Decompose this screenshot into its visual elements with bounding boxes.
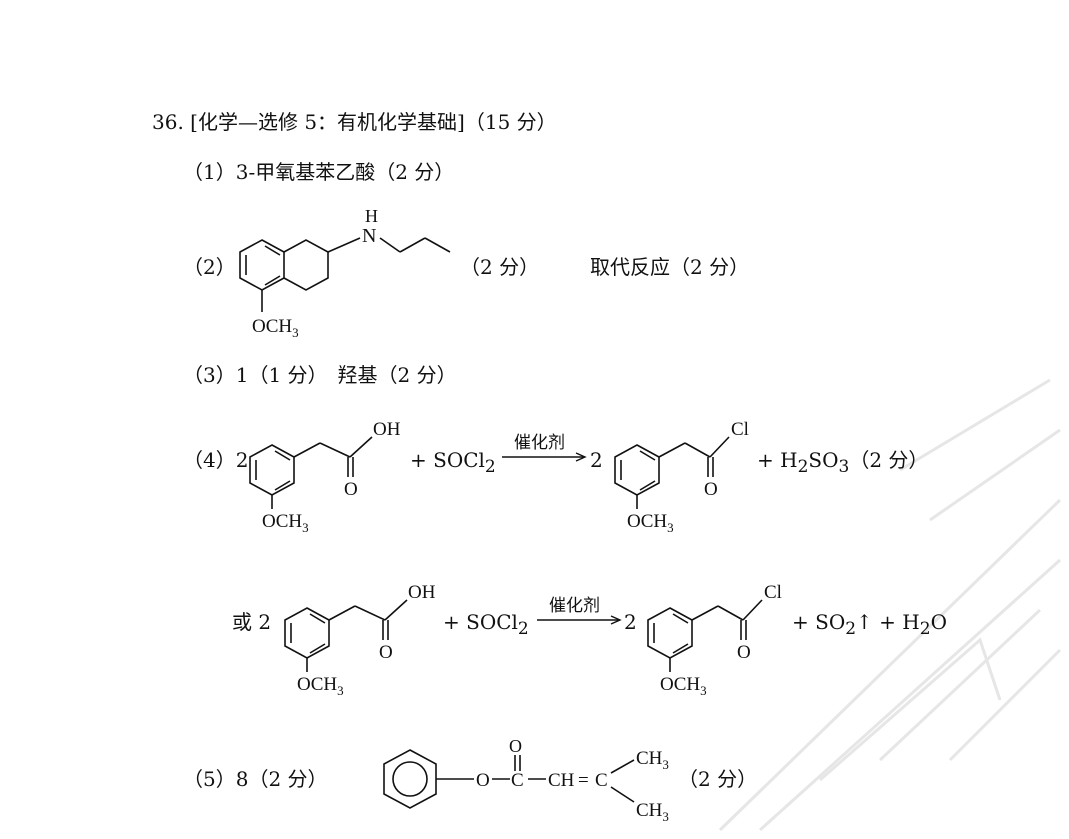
ester-double-bond: = (578, 770, 589, 791)
alt-product-acyl-chloride-structure: Cl O OCH3 (647, 582, 782, 698)
catalyst-arrow: 催化剂 (502, 433, 587, 462)
alt-byproducts: + SO2↑ + H2O (792, 610, 947, 639)
catalyst-label: 催化剂 (514, 433, 565, 452)
answer-3: （3）1（1 分） 羟基（2 分） (183, 363, 457, 387)
alt-acyl-methoxy-label: OCH3 (660, 674, 707, 698)
acid-methoxy-label: OCH3 (262, 511, 309, 535)
methyl-bottom-label: CH3 (636, 800, 669, 824)
acyl-cl-label: Cl (731, 419, 749, 440)
alt-acid-o-label: O (379, 642, 393, 663)
ester-c2-label: C (595, 770, 608, 791)
structure-tetrahydronaphthalene-amine: H N OCH3 (239, 206, 451, 340)
ester-o-label: O (476, 770, 490, 791)
alt-acid-oh-label: OH (408, 582, 436, 603)
amine-h-label: H (365, 206, 378, 226)
alt-catalyst-arrow: 催化剂 (537, 596, 622, 625)
question-header: 36. [化学—选修 5：有机化学基础]（15 分） (152, 110, 557, 134)
acyl-methoxy-label: OCH3 (627, 511, 674, 535)
alt-acyl-cl-label: Cl (764, 582, 782, 603)
product-acyl-chloride-structure: Cl O OCH3 (614, 419, 749, 535)
amine-n-label: N (362, 225, 376, 247)
ester-carbonyl-o: O (509, 736, 522, 756)
reactant-acid-structure: OH O OCH3 (249, 419, 401, 535)
byproduct-h2so3: + H2SO3（2 分） (757, 448, 929, 477)
alt-acid-methoxy-label: OCH3 (297, 674, 344, 698)
alt-acyl-o-label: O (737, 642, 751, 663)
answer-2-score: （2 分） (460, 255, 540, 279)
product-coefficient: 2 (590, 448, 603, 472)
ester-structure: O O C CH = C CH3 CH3 (383, 736, 669, 824)
methoxy-label: OCH3 (252, 316, 299, 340)
acyl-o-label: O (704, 479, 718, 500)
methyl-top-label: CH3 (636, 748, 669, 772)
answer-1: （1）3-甲氧基苯乙酸（2 分） (183, 160, 455, 184)
alt-reagent-socl2: + SOCl2 (443, 610, 529, 639)
ester-ch-label: CH (548, 770, 575, 791)
answer-2-number: （2） (183, 255, 236, 279)
alt-reactant-acid-structure: OH O OCH3 (284, 582, 436, 698)
reagent-socl2: + SOCl2 (410, 448, 496, 477)
ester-c-label: C (511, 770, 524, 791)
alt-catalyst-label: 催化剂 (549, 596, 600, 615)
acid-o-label: O (344, 479, 358, 500)
alt-product-coefficient: 2 (624, 610, 637, 634)
answer-2-reaction-type: 取代反应（2 分） (590, 255, 750, 279)
alternative-prefix: 或 2 (232, 610, 272, 634)
answer-5-score: （2 分） (678, 767, 758, 791)
answer-4-number: （4）2 (183, 448, 249, 472)
answer-5-number: （5）8（2 分） (183, 767, 328, 791)
acid-oh-label: OH (373, 419, 401, 440)
